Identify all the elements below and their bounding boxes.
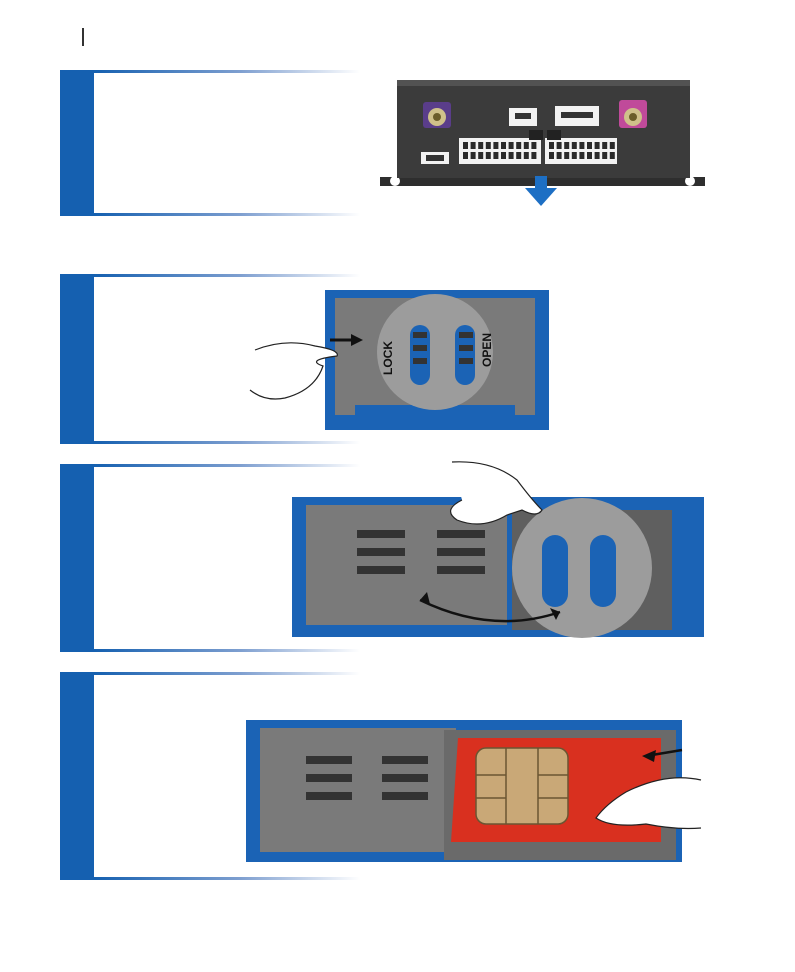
step-1-bar <box>60 70 94 216</box>
connector-pin <box>463 142 468 149</box>
connector-pin <box>587 152 592 159</box>
connector-pin <box>508 142 514 149</box>
finger-hand <box>249 342 338 400</box>
connector-pin <box>523 152 529 159</box>
mounting-hole-right <box>685 176 695 186</box>
connector-pin <box>493 142 499 149</box>
connector-pin <box>564 142 570 149</box>
connector-pin <box>523 142 529 149</box>
connector-pin <box>485 152 491 159</box>
step-2-bottom-rule <box>94 441 360 444</box>
connector-pin <box>478 142 484 149</box>
connector-pin <box>571 152 577 159</box>
connector-pin <box>470 152 476 159</box>
connector-pin <box>516 152 522 159</box>
slide-out-arrow <box>525 176 557 206</box>
connector-pin <box>602 142 608 149</box>
connector-pin <box>602 152 608 159</box>
step-2-top-rule <box>94 274 360 277</box>
connector-pin <box>478 152 484 159</box>
connector-pin <box>531 152 537 159</box>
connector-pin <box>493 152 499 159</box>
step-4-bar <box>60 672 94 880</box>
connector-pin <box>485 142 491 149</box>
connector-pin <box>609 142 615 149</box>
antenna-connector-right <box>619 100 647 128</box>
connector-pin <box>556 152 562 159</box>
holder-base <box>260 728 456 852</box>
connector-pin <box>508 152 514 159</box>
connector-pin <box>501 152 506 159</box>
sim-chip <box>475 747 569 825</box>
connector-pin <box>587 142 592 149</box>
step-3-top-rule <box>94 464 360 467</box>
contact-pins <box>357 530 485 574</box>
connector-pin <box>556 142 562 149</box>
device-figure <box>380 80 705 206</box>
connector-pin <box>470 142 476 149</box>
step-1-bottom-rule <box>94 213 360 216</box>
flip-arrow <box>419 598 561 623</box>
finger-hand <box>450 461 543 525</box>
antenna-connector-left <box>423 102 451 128</box>
connector-pin <box>594 142 600 149</box>
connector-pin <box>463 152 468 159</box>
connector-pin <box>594 152 600 159</box>
step-3-box <box>60 464 360 652</box>
contact-pins <box>413 332 473 364</box>
mounting-hole-left <box>390 176 400 186</box>
connector-pin <box>564 152 570 159</box>
contact-pins <box>306 756 428 800</box>
connector-pin <box>609 152 615 159</box>
step-4-box <box>60 672 360 880</box>
sim-holder-open-figure <box>292 461 704 638</box>
step-3-bar <box>60 464 94 652</box>
page-marker <box>82 28 84 46</box>
step-2-bar <box>60 274 94 444</box>
finger-hand <box>595 777 702 830</box>
connector-pin <box>531 142 537 149</box>
connector-pins <box>463 142 615 159</box>
sim-insert-figure <box>246 720 702 862</box>
step-4-bottom-rule <box>94 877 360 880</box>
connector-pin <box>549 152 554 159</box>
step-2-box <box>60 274 360 444</box>
sim-holder-locked-figure: LOCK OPEN <box>249 290 549 430</box>
connector-pin <box>579 152 585 159</box>
step-3-bottom-rule <box>94 649 360 652</box>
step-1-box <box>60 70 360 216</box>
connector-pin <box>579 142 585 149</box>
open-label: OPEN <box>480 333 494 367</box>
connector-pin <box>516 142 522 149</box>
connector-pin <box>549 142 554 149</box>
connector-pin <box>571 142 577 149</box>
connector-pin <box>501 142 506 149</box>
step-4-top-rule <box>94 672 360 675</box>
lock-label: LOCK <box>381 341 395 375</box>
step-1-top-rule <box>94 70 360 73</box>
